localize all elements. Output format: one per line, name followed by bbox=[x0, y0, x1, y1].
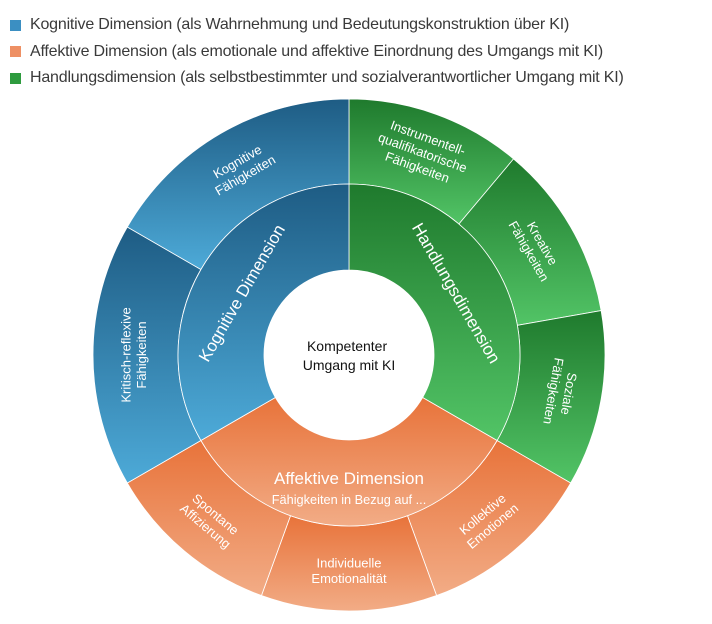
legend-label: Handlungsdimension (als selbstbestimmter… bbox=[30, 69, 624, 87]
legend-item-handlung: Handlungsdimension (als selbstbestimmter… bbox=[10, 65, 624, 92]
legend-swatch-orange bbox=[10, 46, 21, 58]
center-label-line-1: Kompetenter bbox=[307, 338, 387, 354]
legend-label: Kognitive Dimension (als Wahrnehmung und… bbox=[30, 16, 570, 34]
label-outer-4-line: Individuelle bbox=[316, 555, 381, 570]
center-hole bbox=[264, 270, 434, 440]
legend: Kognitive Dimension (als Wahrnehmung und… bbox=[10, 12, 624, 92]
label-outer-2-line: Soziale bbox=[558, 371, 580, 416]
outer-ring bbox=[92, 98, 606, 612]
legend-swatch-blue bbox=[10, 19, 21, 31]
legend-item-kognitive: Kognitive Dimension (als Wahrnehmung und… bbox=[10, 12, 624, 39]
label-outer-6: Kritisch-reflexiveFähigkeiten bbox=[118, 307, 149, 402]
inner-ring bbox=[177, 183, 521, 527]
label-outer-6-line: Fähigkeiten bbox=[134, 321, 149, 388]
label-affektiv-line: Affektive Dimension bbox=[274, 469, 424, 488]
legend-item-affektive: Affektive Dimension (als emotionale und … bbox=[10, 39, 624, 66]
label-outer-4-line: Emotionalität bbox=[311, 571, 387, 586]
legend-label: Affektive Dimension (als emotionale und … bbox=[30, 42, 604, 60]
center-label: Kompetenter Umgang mit KI bbox=[303, 338, 396, 373]
center-label-line-2: Umgang mit KI bbox=[303, 357, 396, 373]
label-outer-6-line: Kritisch-reflexive bbox=[118, 307, 133, 402]
legend-swatch-green bbox=[10, 72, 21, 84]
label-affektiv-line: Fähigkeiten in Bezug auf ... bbox=[272, 492, 427, 507]
